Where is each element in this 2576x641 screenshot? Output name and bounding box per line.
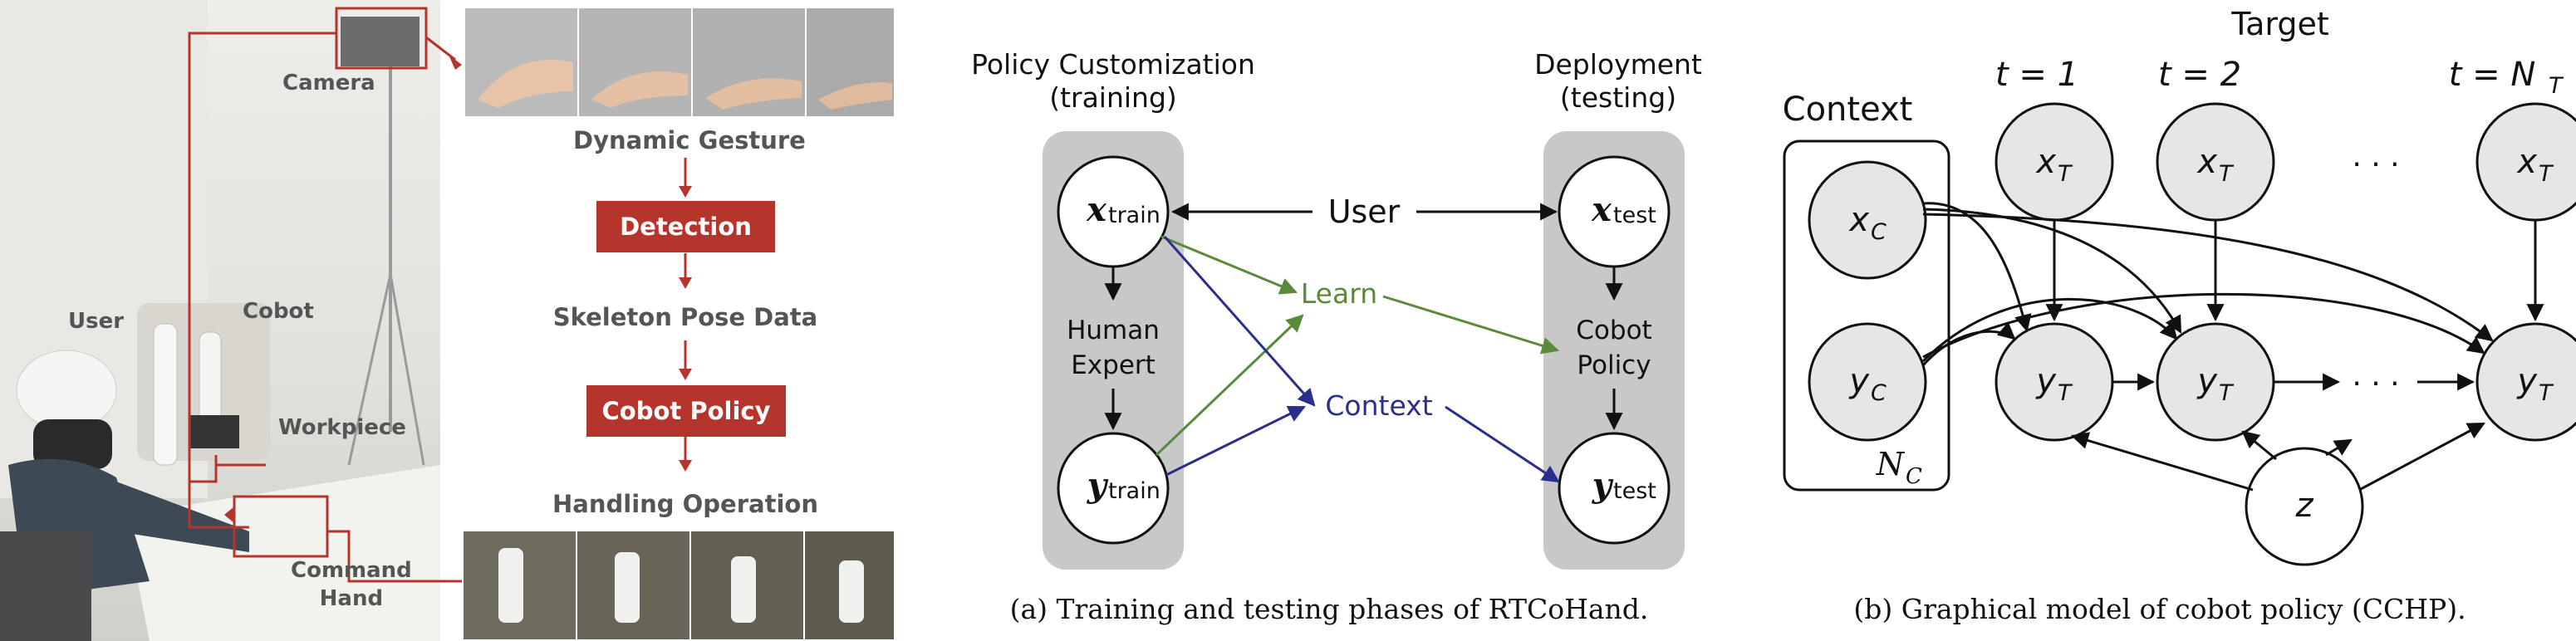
t-label-2: t = 2 bbox=[2158, 56, 2241, 94]
photo-scene bbox=[0, 0, 440, 641]
ellipsis-middle: · · · bbox=[2352, 367, 2399, 401]
yt2-symbol: y bbox=[2196, 362, 2218, 400]
yt1-symbol: y bbox=[2035, 362, 2057, 400]
gesture-thumbnails bbox=[465, 8, 894, 116]
detection-box bbox=[596, 201, 775, 252]
cobot-policy-line1: Cobot bbox=[1576, 316, 1651, 345]
workpiece-label: Workpiece bbox=[278, 415, 406, 440]
testing-col-subtitle: (testing) bbox=[1560, 81, 1676, 114]
xc-sub: C bbox=[1871, 219, 1887, 245]
training-col-subtitle: (training) bbox=[1049, 81, 1177, 114]
skeleton-pose-label: Skeleton Pose Data bbox=[552, 303, 818, 331]
y-train-sub: train bbox=[1108, 478, 1160, 504]
hand-box bbox=[233, 495, 329, 558]
x-train-sub: train bbox=[1108, 203, 1160, 228]
graph-edges bbox=[1921, 202, 2544, 492]
xt1-sub: T bbox=[2058, 161, 2073, 187]
y-test-node bbox=[1558, 432, 1671, 545]
xt2-sub: T bbox=[2219, 161, 2235, 187]
xc-symbol: x bbox=[1847, 201, 1869, 239]
camera-arrowhead bbox=[449, 55, 462, 70]
left-panel-svg bbox=[0, 0, 894, 641]
xt2-symbol: x bbox=[2196, 143, 2217, 181]
learn-label: Learn bbox=[1301, 277, 1377, 310]
dynamic-gesture-label: Dynamic Gesture bbox=[573, 126, 806, 154]
ellipsis-top: · · · bbox=[2352, 148, 2399, 182]
x-train-symbol: x bbox=[1086, 190, 1107, 229]
xtn-symbol: x bbox=[2515, 143, 2537, 181]
user-label: User bbox=[68, 309, 125, 334]
training-col-title: Policy Customization bbox=[971, 48, 1255, 81]
ytn-symbol: y bbox=[2516, 362, 2538, 400]
target-title: Target bbox=[2230, 6, 2329, 42]
photo-connectors bbox=[188, 7, 462, 583]
detection-label: Detection bbox=[620, 213, 752, 241]
context-title: Context bbox=[1783, 91, 1913, 129]
xc-node bbox=[1808, 160, 1927, 280]
y-test-symbol: y bbox=[1592, 466, 1614, 505]
xt1-symbol: x bbox=[2034, 143, 2056, 181]
t-label-1: t = 1 bbox=[1995, 56, 2078, 94]
user-node-label: User bbox=[1328, 193, 1401, 230]
xtn-sub: T bbox=[2539, 161, 2554, 187]
context-label: Context bbox=[1325, 389, 1432, 422]
panel-a-diagram: Policy Customization (training) Deployme… bbox=[971, 48, 1702, 625]
t-label-n: t = N bbox=[2449, 56, 2536, 94]
testing-col-title: Deployment bbox=[1534, 48, 1702, 81]
operation-thumbnails bbox=[464, 531, 894, 639]
y-train-symbol: y bbox=[1087, 466, 1109, 505]
x-test-sub: test bbox=[1613, 203, 1656, 228]
x-test-node bbox=[1558, 155, 1671, 268]
camera-arrow-line bbox=[425, 36, 456, 61]
x-test-symbol: x bbox=[1591, 190, 1612, 229]
nc-sub: C bbox=[1906, 464, 1922, 489]
yc-sub: C bbox=[1871, 380, 1887, 406]
cobot-policy-box bbox=[586, 385, 786, 437]
context-plate bbox=[1783, 139, 1950, 492]
hand-to-operation-line bbox=[327, 530, 462, 583]
yt1-sub: T bbox=[2058, 380, 2073, 406]
camera-to-hand-line bbox=[188, 32, 336, 529]
cobot-label: Cobot bbox=[243, 299, 314, 324]
command-hand-label: Command Hand bbox=[291, 558, 412, 611]
handling-operation-label: Handling Operation bbox=[552, 490, 818, 518]
panel-b-diagram: Target Context t = 1 t = 2 t = N T N C x… bbox=[1783, 6, 2576, 625]
y-test-sub: test bbox=[1613, 478, 1656, 504]
z-node bbox=[2245, 447, 2364, 566]
yc-symbol: y bbox=[1848, 362, 1870, 400]
z-symbol: z bbox=[2295, 487, 2314, 525]
cobot-policy-pipeline-label: Cobot Policy bbox=[601, 397, 771, 425]
human-expert-line1: Human bbox=[1067, 316, 1160, 345]
yc-node bbox=[1808, 322, 1927, 442]
nc-symbol: N bbox=[1876, 446, 1906, 482]
human-expert-line2: Expert bbox=[1071, 350, 1156, 380]
hand-arrowhead bbox=[224, 506, 234, 523]
panel-b-caption: (b) Graphical model of cobot policy (CCH… bbox=[1853, 593, 2466, 625]
cobot-policy-line2: Policy bbox=[1577, 350, 1651, 380]
y-train-node bbox=[1057, 432, 1170, 545]
ytn-sub: T bbox=[2539, 380, 2554, 406]
panel-a-caption: (a) Training and testing phases of RTCoH… bbox=[1010, 593, 1649, 625]
x-train-node bbox=[1057, 155, 1170, 268]
ytn-node bbox=[2475, 322, 2576, 442]
yt2-sub: T bbox=[2219, 380, 2235, 406]
t-label-n-sub: T bbox=[2549, 73, 2564, 99]
camera-label: Camera bbox=[282, 71, 375, 95]
